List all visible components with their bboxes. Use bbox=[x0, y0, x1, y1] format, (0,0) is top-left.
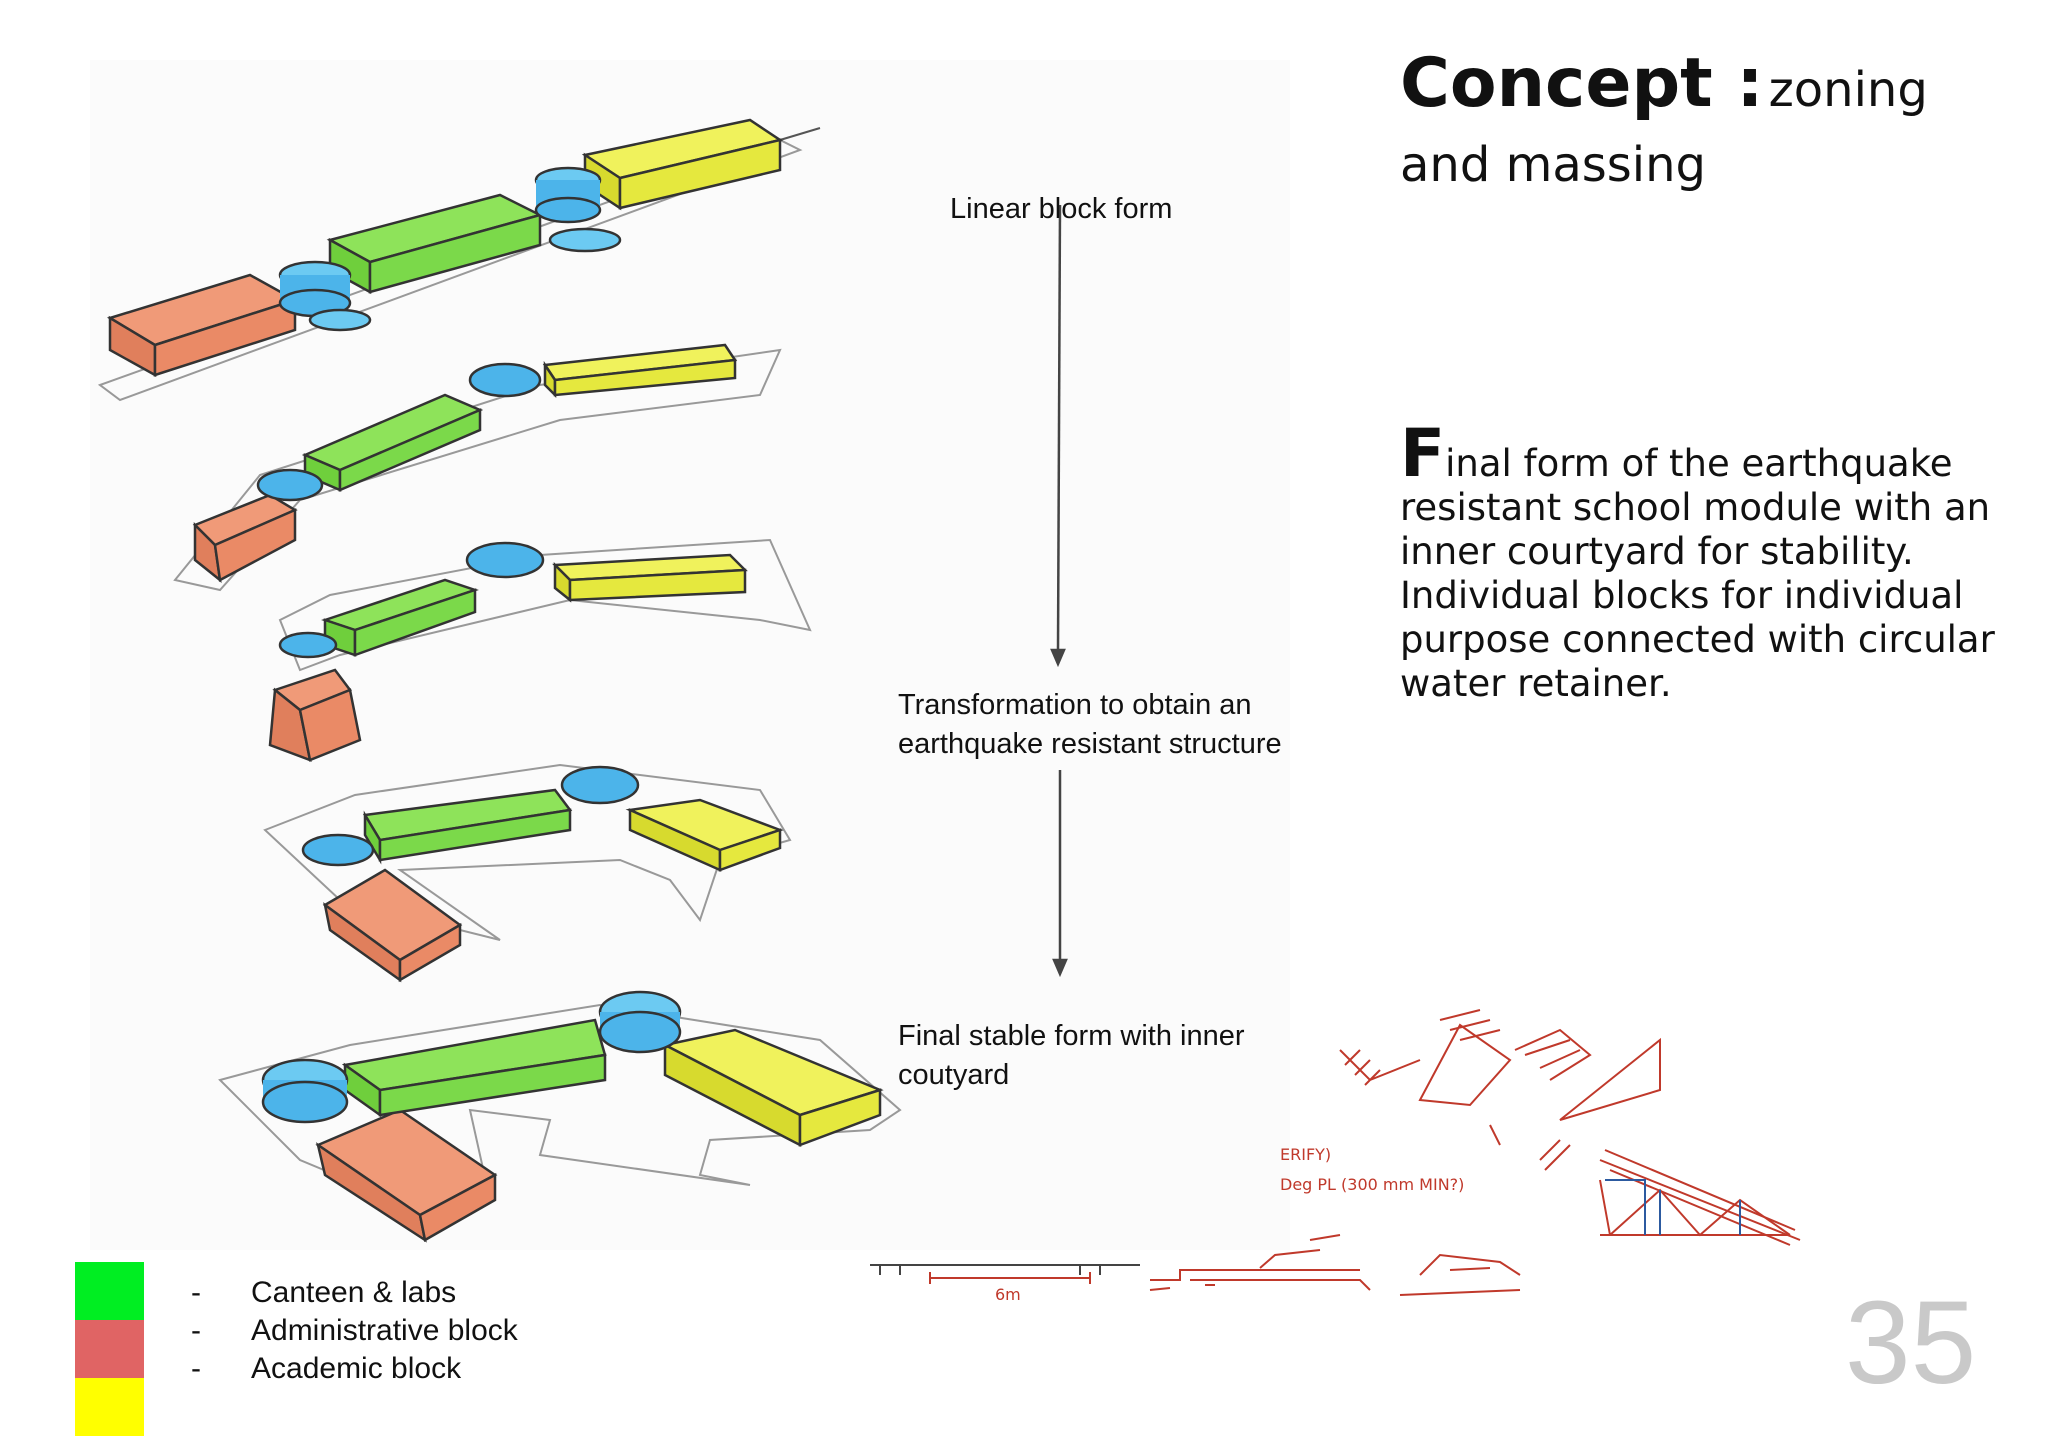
description: Final form of the earthquake resistant s… bbox=[1400, 421, 2020, 706]
structural-sketches bbox=[870, 1009, 1801, 1296]
title-bold: Concept : bbox=[1400, 44, 1764, 123]
legend-swatch-green bbox=[75, 1262, 144, 1320]
stage-final-sketch bbox=[218, 990, 902, 1243]
title-light-line1: zoning bbox=[1768, 62, 1928, 118]
legend-item: -Academic block bbox=[191, 1352, 462, 1385]
stage-transform-sketch bbox=[268, 538, 812, 762]
page-number: 35 bbox=[1845, 1277, 1977, 1409]
stage-label-final: Final stable form with inner coutyard bbox=[898, 1020, 1245, 1091]
svg-text:6m: 6m bbox=[995, 1285, 1021, 1304]
svg-text:ERIFY): ERIFY) bbox=[1280, 1145, 1331, 1164]
stage-label-transformation: Transformation to obtain an earthquake r… bbox=[898, 689, 1282, 760]
legend-swatch-red bbox=[75, 1320, 144, 1378]
flow-arrows bbox=[1050, 204, 1068, 978]
description-text: inal form of the earthquake resistant sc… bbox=[1400, 442, 1995, 705]
structural-annotations: ERIFY) Deg PL (300 mm MIN?) 6m bbox=[995, 1145, 1464, 1304]
legend-swatch-yellow bbox=[75, 1378, 144, 1436]
description-initial: F bbox=[1400, 415, 1446, 492]
stage-bent-sketch bbox=[173, 343, 782, 592]
stage-courtyard-draft-sketch bbox=[263, 763, 792, 983]
legend-item: -Administrative block bbox=[191, 1314, 518, 1347]
slide-title: Concept : zoning and massing bbox=[1400, 50, 2000, 208]
stage-label-linear: Linear block form bbox=[950, 193, 1173, 225]
svg-text:Deg PL (300 mm MIN?): Deg PL (300 mm MIN?) bbox=[1280, 1175, 1464, 1194]
legend-item: -Canteen & labs bbox=[191, 1276, 457, 1309]
title-light-line2: and massing bbox=[1400, 137, 1706, 193]
stage-linear-sketch bbox=[97, 118, 821, 402]
